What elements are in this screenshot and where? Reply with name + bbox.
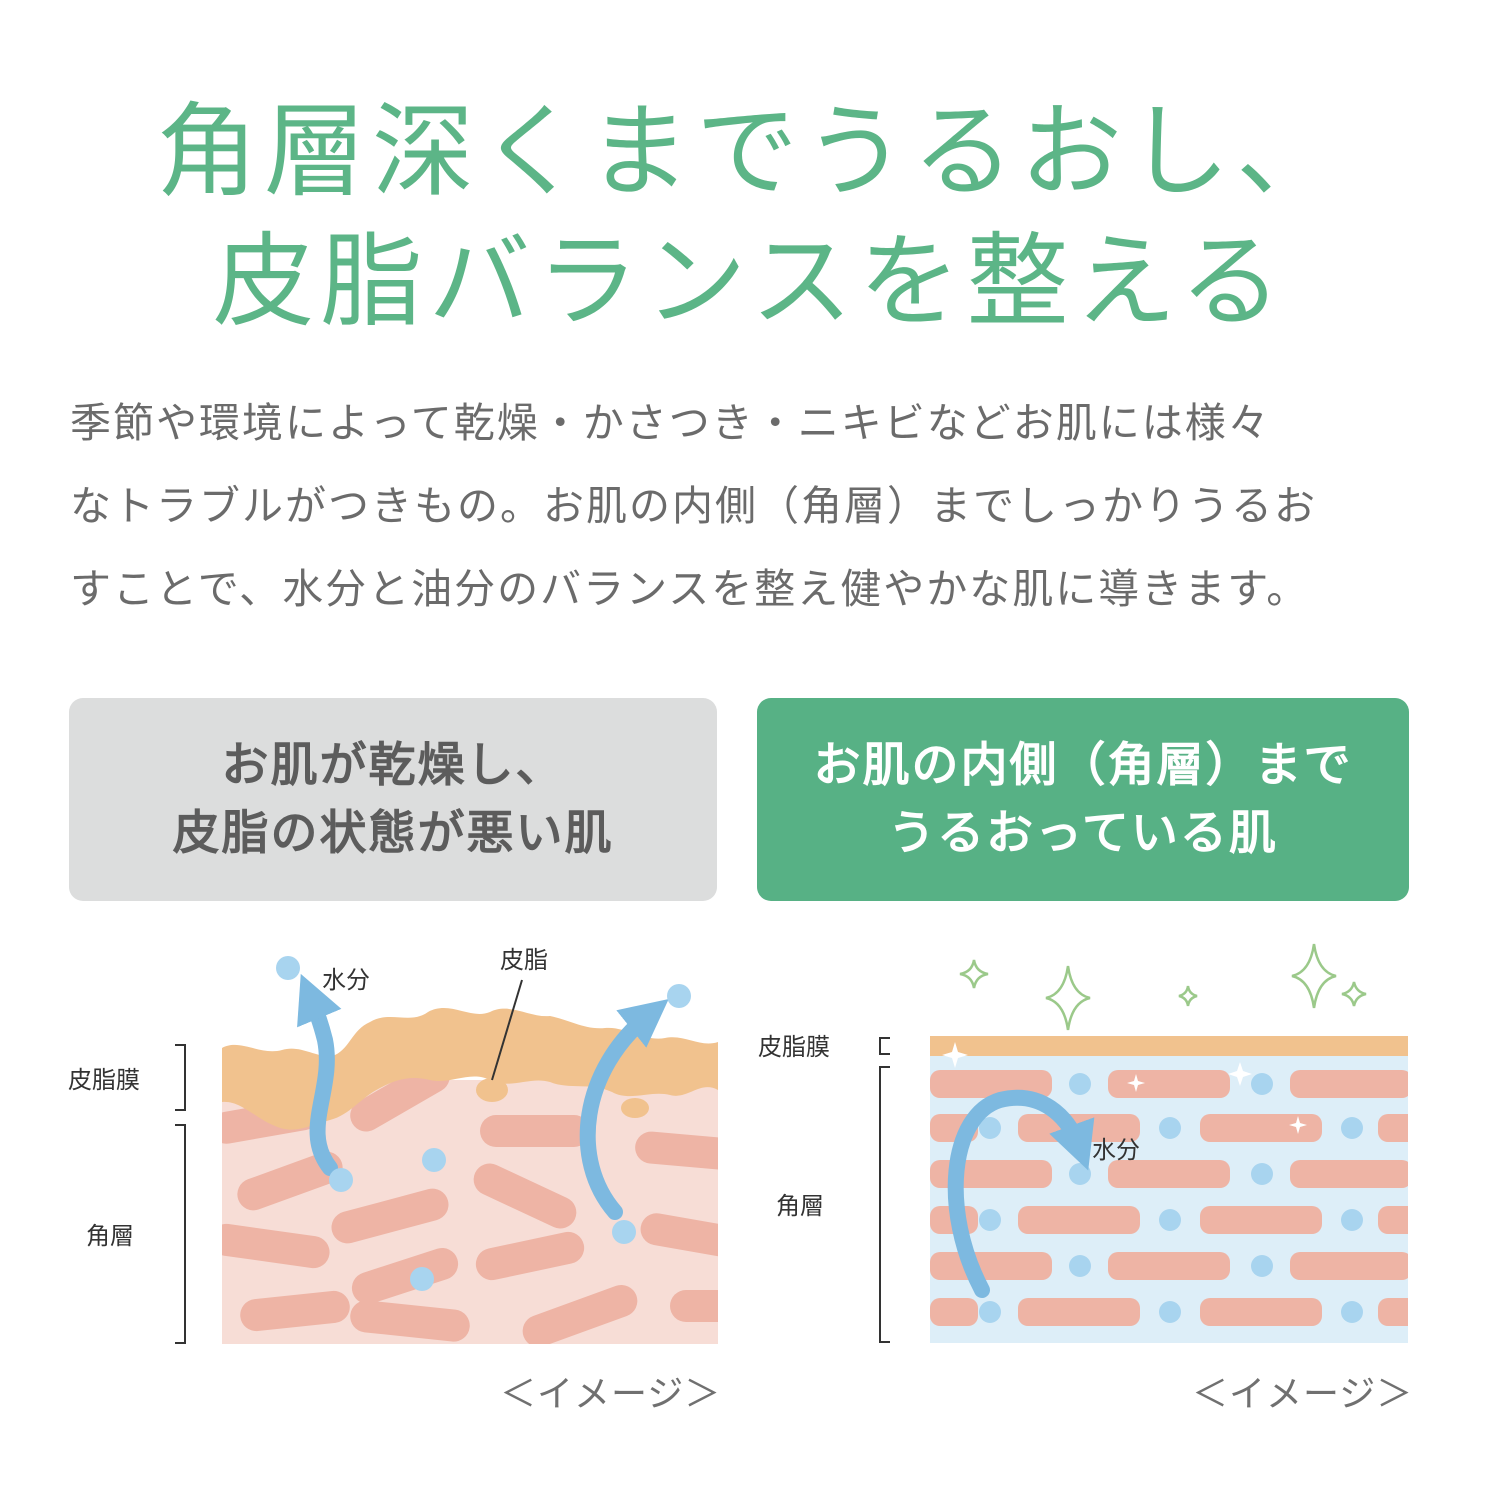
headline-line-2: 皮脂バランスを整える xyxy=(212,223,1288,342)
water-arrow-escape xyxy=(579,998,669,1220)
dry-skin-card-line-2: 皮脂の状態が悪い肌 xyxy=(172,805,614,861)
left-image-caption: ＜イメージ＞ xyxy=(500,1374,722,1415)
right-image-caption: ＜イメージ＞ xyxy=(1192,1374,1414,1415)
sebum-film-bracket xyxy=(879,1037,890,1055)
label-water: 水分 xyxy=(1092,1136,1140,1164)
water-arrow-retained xyxy=(947,1089,1095,1298)
label-stratum: 角層 xyxy=(776,1192,824,1220)
description-line-3: すことで、水分と油分のバランスを整え健やかな肌に導きます。 xyxy=(70,565,1310,613)
disordered-cells xyxy=(222,1060,718,1344)
dry-skin-card: お肌が乾燥し、 皮脂の状態が悪い肌 xyxy=(69,698,717,901)
label-sebum-film: 皮脂膜 xyxy=(758,1033,830,1061)
sebum-film-smooth xyxy=(930,1036,1408,1056)
water-dots xyxy=(276,956,691,1291)
sebum-leader-line xyxy=(491,979,523,1081)
hydrated-skin-card-line-1: お肌の内側（角層）まで xyxy=(813,737,1353,793)
sparkle-icon xyxy=(959,959,989,989)
hydrated-skin-card: お肌の内側（角層）まで うるおっている肌 xyxy=(757,698,1409,901)
sebum-film-uneven xyxy=(222,1008,718,1130)
hydrated-skin-card-line-2: うるおっている肌 xyxy=(888,805,1278,861)
sparkle-icon xyxy=(1178,985,1198,1007)
sebum-droplet xyxy=(621,1098,649,1118)
sparkle-icon xyxy=(1291,943,1337,1009)
sparkle-icon xyxy=(1045,965,1091,1031)
stratum-bracket xyxy=(879,1066,890,1343)
description-line-1: 季節や環境によって乾燥・かさつき・ニキビなどお肌には様々 xyxy=(70,399,1271,447)
sebum-film-bracket xyxy=(175,1044,186,1111)
label-sebum: 皮脂 xyxy=(500,946,548,974)
dry-skin-diagram: 皮脂膜 角層 水分 皮脂 xyxy=(68,946,718,1344)
shine-sparkles xyxy=(942,1042,1307,1134)
description-line-2: なトラブルがつきもの。お肌の内側（角層）までしっかりうるお xyxy=(70,482,1317,530)
label-water: 水分 xyxy=(322,966,370,994)
label-stratum: 角層 xyxy=(86,1222,134,1250)
dry-skin-card-line-1: お肌が乾燥し、 xyxy=(221,737,565,793)
headline-line-1: 角層深くまでうるおし、 xyxy=(156,93,1344,212)
sparkle-icons xyxy=(959,943,1367,1031)
water-arrow-escape xyxy=(297,973,342,1176)
headline: 角層深くまでうるおし、 皮脂バランスを整える xyxy=(0,88,1500,348)
label-sebum-film: 皮脂膜 xyxy=(68,1066,140,1094)
sparkle-icon xyxy=(1341,981,1367,1007)
stratum-bracket xyxy=(175,1124,186,1344)
hydrated-skin-diagram: 皮脂膜 角層 水分 xyxy=(758,943,1408,1343)
description: 季節や環境によって乾燥・かさつき・ニキビなどお肌には様々 なトラブルがつきもの。… xyxy=(70,382,1450,631)
orderly-cells xyxy=(930,1070,1408,1326)
sebum-droplet xyxy=(476,1078,508,1102)
